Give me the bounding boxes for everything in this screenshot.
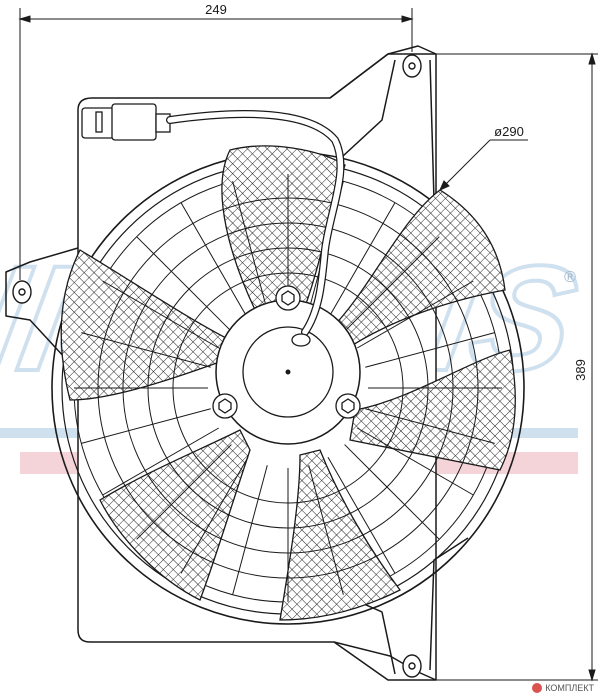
grille-strut <box>327 202 396 319</box>
footer-credit: КОМПЛЕКТ <box>532 683 594 693</box>
grille-strut <box>344 444 440 540</box>
fan-blade-bottom-right <box>279 449 401 621</box>
brand-logo-icon <box>532 683 543 693</box>
grille-strut <box>327 457 396 574</box>
fan-blade-bottom-left <box>99 429 251 601</box>
grille-strut <box>81 332 211 368</box>
grille-strut <box>308 465 344 595</box>
grille-strut <box>136 236 232 332</box>
grille-strut <box>180 202 249 319</box>
dimension-lines <box>18 8 598 682</box>
grille-strut <box>365 332 495 368</box>
grille-strut <box>102 427 219 496</box>
diameter-dimension-label: ø290 <box>494 124 524 139</box>
grille-strut <box>102 280 219 349</box>
height-dimension-label: 389 <box>573 359 588 381</box>
fan-blade-right <box>349 349 516 471</box>
width-dimension-label: 249 <box>205 2 227 17</box>
watermark-trademark: ® <box>564 269 576 286</box>
grille-strut <box>180 457 249 574</box>
motor-hub <box>215 299 361 445</box>
grille-strut <box>232 181 268 311</box>
diameter-leader <box>439 139 491 191</box>
grille-strut <box>357 427 474 496</box>
fan-blade-top-right <box>329 189 506 351</box>
grille-strut <box>365 408 495 444</box>
grille-strut <box>232 465 268 595</box>
left-mounting-ear <box>5 247 79 373</box>
grille-rings <box>97 197 479 579</box>
motor-bolts <box>212 285 361 419</box>
footer-brand: КОМПЛЕКТ <box>545 683 594 693</box>
grille-strut <box>81 408 211 444</box>
mounting-holes <box>12 54 422 678</box>
fan-blades <box>60 145 516 621</box>
grille-strut <box>357 280 474 349</box>
cable-grommet <box>291 333 311 347</box>
fan-blade-left <box>60 249 231 401</box>
electrical-connector <box>81 103 171 141</box>
grille-strut <box>136 444 232 540</box>
grille-strut <box>344 236 440 332</box>
